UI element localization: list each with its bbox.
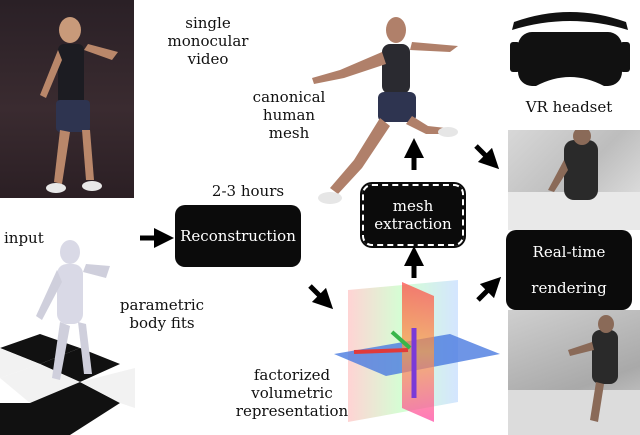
input-label: input bbox=[4, 229, 44, 247]
fits-label: parametric body fits bbox=[119, 296, 205, 332]
reconstruction-box: Reconstruction bbox=[175, 205, 301, 267]
arrow-right-icon bbox=[474, 144, 500, 170]
vr-headset-icon bbox=[506, 8, 634, 88]
vr-render-top bbox=[508, 130, 640, 230]
vr-render-bottom bbox=[508, 310, 640, 435]
canonical-mesh-figure bbox=[300, 8, 470, 208]
video-label: single monocular video bbox=[167, 14, 249, 68]
input-video-frame bbox=[0, 0, 134, 198]
realtime-box: Real-time rendering bbox=[506, 230, 632, 310]
arrow-right-icon bbox=[308, 284, 334, 310]
factorized-label: factorized volumetric representation bbox=[235, 366, 349, 420]
hours-label: 2-3 hours bbox=[211, 182, 285, 200]
body-fit-render bbox=[0, 238, 135, 435]
video-person-figure bbox=[40, 17, 118, 193]
vr-label: VR headset bbox=[525, 98, 613, 116]
canonical-label: canonical human mesh bbox=[252, 88, 326, 142]
body-fit-figure bbox=[0, 240, 135, 435]
factorized-planes bbox=[330, 272, 506, 432]
mesh-extraction-box: mesh extraction bbox=[360, 182, 466, 248]
